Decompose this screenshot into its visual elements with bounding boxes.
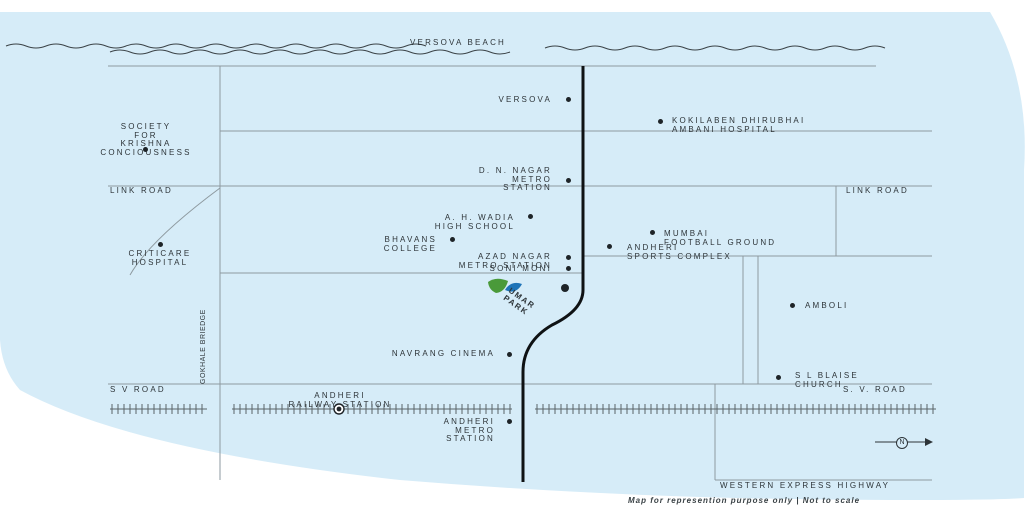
marker-iskcon [143,147,148,152]
label-dn-nagar: D. N. NAGAR METRO STATION [478,166,552,192]
label-western-express: WESTERN EXPRESS HIGHWAY [720,481,891,490]
project-logo-icon [488,278,508,293]
label-amboli: AMBOLI [805,301,849,310]
marker-navrang [507,352,512,357]
marker-criticare [158,242,163,247]
land-area [0,12,1025,500]
marker-mumbai-football [650,230,655,235]
label-navrang: NAVRANG CINEMA [391,349,495,358]
marker-dn-nagar [566,178,571,183]
marker-andheri-sports [607,244,612,249]
label-kokilaben: KOKILABEN DHIRUBHAI AMBANI HOSPITAL [672,116,806,134]
label-bhavans: BHAVANS COLLEGE [383,235,437,253]
sea-wave-top [5,43,427,49]
label-andheri-metro: ANDHERI METRO STATION [443,417,495,443]
label-versova: VERSOVA [498,95,552,104]
sea-wave-mid [109,49,511,55]
label-criticare: CRITICARE HOSPITAL [128,249,192,267]
marker-soni-moni [566,266,571,271]
label-link-road-right: LINK ROAD [846,186,909,195]
label-sl-blaise: S L BLAISE CHURCH [795,371,859,389]
label-andheri-railway: ANDHERI RAILWAY STATION [288,391,392,409]
north-label: N [896,437,908,449]
sea-wave-right [544,45,886,51]
label-sv-road-right: S. V. ROAD [843,385,907,394]
label-soni-moni: SONI MONI [489,264,552,273]
marker-sl-blaise [776,375,781,380]
label-versova-beach: VERSOVA BEACH [410,38,507,47]
label-iskcon: SOCIETY FOR KRISHNA CONCIOUSNESS [100,122,192,157]
marker-versova [566,97,571,102]
label-gokhale-bridge: GOKHALE BRIEDGE [200,309,207,384]
main-road [521,66,585,482]
label-mumbai-football: MUMBAI FOOTBALL GROUND [664,229,777,247]
label-andheri-sports: ANDHERI SPORTS COMPLEX [627,243,732,261]
project-marker [561,284,569,292]
marker-bhavans [450,237,455,242]
label-link-road-left: LINK ROAD [110,186,173,195]
map-disclaimer: Map for represention purpose only | Not … [628,496,861,505]
label-ah-wadia: A. H. WADIA HIGH SCHOOL [434,213,515,231]
label-sv-road-left: S V ROAD [110,385,166,394]
marker-ah-wadia [528,214,533,219]
marker-kokilaben [658,119,663,124]
marker-amboli [790,303,795,308]
marker-andheri-metro [507,419,512,424]
label-azad-nagar: AZAD NAGAR METRO STATION [458,252,552,270]
marker-azad-nagar [566,255,571,260]
